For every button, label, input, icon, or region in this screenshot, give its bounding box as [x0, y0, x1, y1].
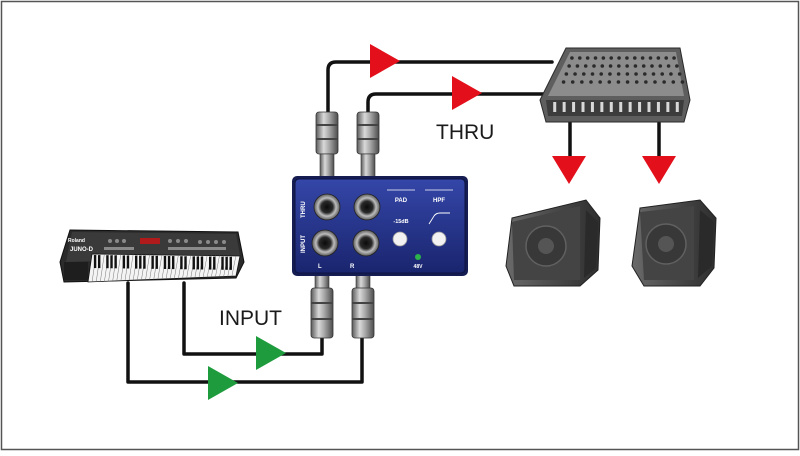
thru-jack-left [313, 193, 341, 221]
hpf-curve-icon [428, 212, 450, 225]
hpf-switch[interactable] [431, 231, 447, 247]
keyboard-display [140, 238, 160, 244]
input-arrow-lower [208, 366, 238, 400]
di-input-label: INPUT [301, 235, 307, 253]
input-jack-left [311, 229, 339, 257]
input-label: INPUT [219, 307, 282, 330]
keyboard-brand: Roland [68, 238, 85, 244]
di-left-label: L [318, 264, 322, 270]
pad-title: PAD [395, 198, 408, 204]
input-cable-right [126, 281, 364, 384]
speaker-right [631, 199, 717, 287]
input-arrow-upper [256, 336, 286, 370]
thru-arrow-bottom [452, 76, 482, 110]
pad-switch[interactable] [392, 231, 408, 247]
hpf-title: HPF [433, 198, 445, 204]
speaker-left [505, 199, 601, 287]
thru-cable-top [326, 60, 554, 116]
di-right-label: R [350, 264, 355, 270]
keyboard-model: JUNO-D [70, 247, 94, 253]
arrows [208, 44, 676, 400]
thru-label: THRU [436, 121, 494, 144]
mixer [539, 47, 691, 123]
input-cable-left [182, 281, 324, 356]
input-jack-right [352, 229, 380, 257]
phantom-led [415, 254, 421, 260]
pad-value: -15dB [393, 219, 408, 225]
phantom-label: 48V [414, 264, 424, 270]
thru-arrow-top [370, 44, 400, 78]
di-box: THRU INPUT L R PAD -15dB HPF 48V [292, 176, 468, 276]
cables [126, 60, 661, 384]
di-thru-label: THRU [301, 201, 307, 218]
speaker-arrow-right [642, 156, 676, 184]
thru-jack-right [353, 193, 381, 221]
thru-cable-bottom [366, 92, 552, 116]
speaker-arrow-left [552, 156, 586, 184]
synth-keyboard: Roland JUNO-D [59, 229, 245, 283]
